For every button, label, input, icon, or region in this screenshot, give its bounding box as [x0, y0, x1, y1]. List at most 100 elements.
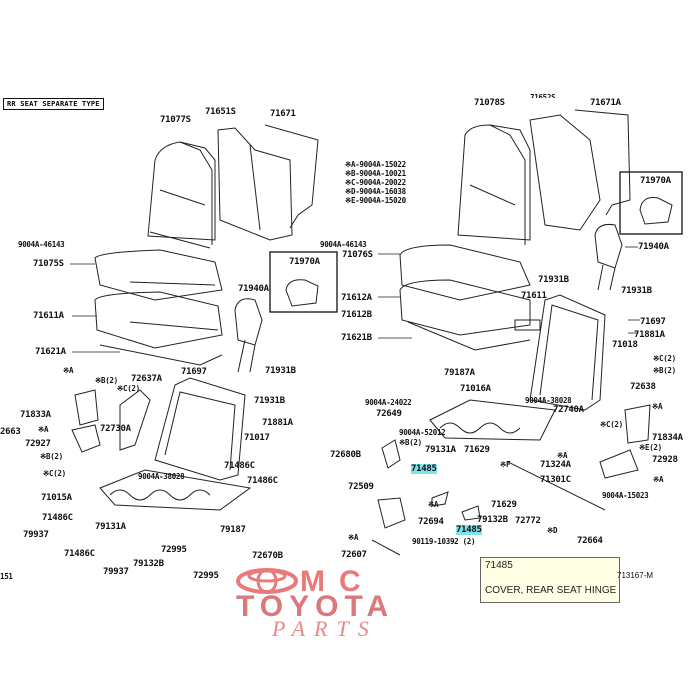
part-label[interactable]: 71940A: [638, 242, 669, 252]
part-label[interactable]: 72649: [376, 409, 402, 419]
part-label[interactable]: 71324A: [540, 460, 571, 470]
part-label[interactable]: 71076S: [342, 250, 373, 260]
part-label[interactable]: 72772: [515, 516, 541, 526]
note-marker: ※A: [348, 533, 359, 542]
left-headrest-inset-box: [269, 251, 338, 313]
part-tooltip: 71485 COVER, REAR SEAT HINGE: [480, 557, 620, 603]
watermark-toyota: TOYOTA: [236, 590, 395, 623]
part-label[interactable]: 9004A-38028: [138, 472, 185, 481]
part-label[interactable]: 79937: [23, 530, 49, 540]
part-label[interactable]: 72607: [341, 550, 367, 560]
part-label[interactable]: 71881A: [262, 418, 293, 428]
note-marker: ※B(2): [40, 452, 63, 461]
note-marker: ※E(2): [639, 443, 662, 452]
part-label[interactable]: 72638: [630, 382, 656, 392]
part-label[interactable]: 71017: [244, 433, 270, 443]
part-label-highlighted[interactable]: 71485: [411, 464, 437, 474]
note-marker: ※C(2): [43, 469, 66, 478]
part-label[interactable]: 72637A: [131, 374, 162, 384]
part-label[interactable]: 72927: [25, 439, 51, 449]
part-label[interactable]: 71697: [181, 367, 207, 377]
part-label[interactable]: 72509: [348, 482, 374, 492]
part-label[interactable]: 71671A: [590, 98, 621, 108]
note-marker: ※A: [652, 402, 663, 411]
note-line: ※D-9004A-16038: [345, 187, 406, 196]
page-fragment: 151: [0, 572, 13, 581]
diagram-id: 713167-M: [617, 571, 654, 580]
note-marker: ※B(2): [653, 366, 676, 375]
part-label[interactable]: 71940A: [238, 284, 269, 294]
part-label[interactable]: 71931B: [254, 396, 285, 406]
part-label[interactable]: 71611: [521, 291, 547, 301]
part-label[interactable]: 72995: [193, 571, 219, 581]
part-label[interactable]: 9004A-46143: [18, 240, 65, 249]
part-label[interactable]: 72664: [577, 536, 603, 546]
part-label[interactable]: 79937: [103, 567, 129, 577]
note-marker: ※C(2): [653, 354, 676, 363]
part-label[interactable]: 79132B: [477, 515, 508, 525]
part-label[interactable]: 71834A: [652, 433, 683, 443]
part-label[interactable]: 72928: [652, 455, 678, 465]
part-label[interactable]: 71077S: [160, 115, 191, 125]
leader-lines: [70, 246, 640, 353]
part-label[interactable]: 71881A: [634, 330, 665, 340]
part-label[interactable]: 71629: [464, 445, 490, 455]
part-label[interactable]: 72730A: [100, 424, 131, 434]
part-label[interactable]: 71621B: [341, 333, 372, 343]
note-marker: ※C(2): [600, 420, 623, 429]
part-label[interactable]: 72740A: [553, 405, 584, 415]
right-headrest-inset-box: [619, 171, 683, 235]
part-label[interactable]: 71931B: [265, 366, 296, 376]
right-frame-drawing: [371, 294, 651, 556]
part-label[interactable]: 72694: [418, 517, 444, 527]
tooltip-part-number: 71485: [485, 560, 513, 571]
part-label[interactable]: 79131A: [425, 445, 456, 455]
part-label[interactable]: 72995: [161, 545, 187, 555]
part-label[interactable]: 71486C: [247, 476, 278, 486]
note-line: ※C-9004A-20022: [345, 178, 406, 187]
part-label[interactable]: 71931B: [621, 286, 652, 296]
note-line: ※B-9004A-10021: [345, 169, 406, 178]
left-cushion-drawing: [94, 249, 223, 366]
part-label[interactable]: 79132B: [133, 559, 164, 569]
part-label[interactable]: 71651S: [205, 107, 236, 117]
part-label[interactable]: 71931B: [538, 275, 569, 285]
part-label[interactable]: 71015A: [41, 493, 72, 503]
part-label[interactable]: 71075S: [33, 259, 64, 269]
part-label[interactable]: 71970A: [289, 257, 320, 267]
part-label[interactable]: 71612B: [341, 310, 372, 320]
part-label[interactable]: 79187: [220, 525, 246, 535]
part-label[interactable]: 71697: [640, 317, 666, 327]
part-label[interactable]: 72680B: [330, 450, 361, 460]
part-label[interactable]: 9004A-38028: [525, 396, 572, 405]
part-label[interactable]: 71629: [491, 500, 517, 510]
seat-type-label: RR SEAT SEPARATE TYPE: [3, 98, 104, 110]
part-label[interactable]: 71301C: [540, 475, 571, 485]
part-label[interactable]: 9004A-24022: [365, 398, 412, 407]
part-label[interactable]: 9004A-46143: [320, 240, 367, 249]
part-label[interactable]: 71486C: [64, 549, 95, 559]
part-label[interactable]: 71486C: [42, 513, 73, 523]
part-label[interactable]: 79131A: [95, 522, 126, 532]
part-label[interactable]: 9004A-52012: [399, 428, 446, 437]
part-label[interactable]: 71486C: [224, 461, 255, 471]
note-marker: ※A: [428, 500, 439, 509]
part-label[interactable]: 71018: [612, 340, 638, 350]
part-label[interactable]: 71612A: [341, 293, 372, 303]
part-label[interactable]: 2663: [0, 427, 21, 437]
part-label[interactable]: 71078S: [474, 98, 505, 108]
part-label[interactable]: 71671: [270, 109, 296, 119]
note-marker: ※A: [557, 451, 568, 460]
left-headrest-inset-drawing: [285, 279, 319, 307]
part-label[interactable]: 79187A: [444, 368, 475, 378]
part-label[interactable]: 90119-10392 (2): [412, 537, 476, 546]
part-label[interactable]: 9004A-15023: [602, 491, 649, 500]
part-label[interactable]: 71652S: [530, 93, 556, 98]
part-label[interactable]: 72670B: [252, 551, 283, 561]
part-label[interactable]: 71621A: [35, 347, 66, 357]
part-label[interactable]: 71833A: [20, 410, 51, 420]
part-label[interactable]: 71016A: [460, 384, 491, 394]
part-label[interactable]: 71611A: [33, 311, 64, 321]
part-label-highlighted[interactable]: 71485: [456, 525, 482, 535]
part-label[interactable]: 71970A: [640, 176, 671, 186]
